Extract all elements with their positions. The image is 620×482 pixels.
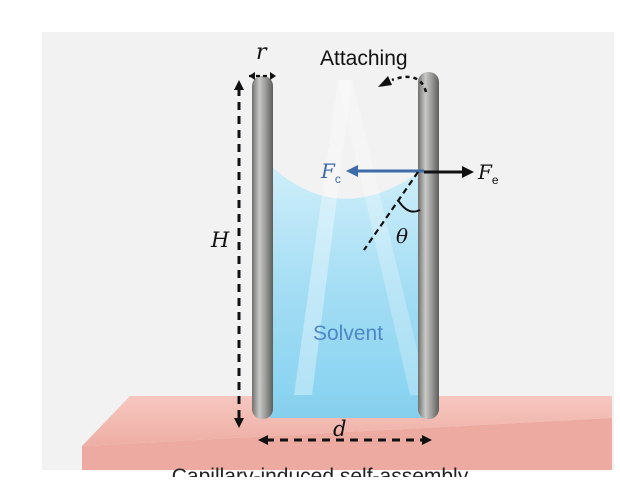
contact-angle-line (363, 171, 421, 251)
caption-text: Capillary-induced self-assembly (172, 466, 468, 477)
substrate (82, 396, 612, 470)
attaching-label: Attaching (320, 47, 408, 70)
fe-arrow (424, 166, 474, 178)
solvent-label: Solvent (313, 322, 384, 345)
fc-label-main: F (321, 159, 335, 183)
d-label: d (333, 417, 347, 441)
fc-label-sub: c (334, 172, 341, 186)
fe-label: Fe (478, 162, 499, 186)
ghost-rods (294, 80, 428, 395)
fc-label: Fc (321, 161, 341, 185)
fe-label-sub: e (491, 173, 499, 187)
h-dimension-arrow (234, 80, 244, 428)
h-label: H (211, 228, 230, 252)
r-dimension-arrow (249, 72, 276, 80)
solvent-region (270, 165, 422, 418)
r-label: r (256, 40, 267, 65)
figure-caption: Capillary-induced self-assembly (40, 466, 600, 477)
d-dimension-arrow (258, 435, 432, 445)
fc-arrow (346, 165, 424, 177)
attaching-arrow (378, 75, 428, 93)
right-rod (418, 72, 439, 419)
fe-label-main: F (478, 160, 492, 184)
theta-label: θ (396, 224, 409, 248)
left-rod (252, 76, 273, 419)
